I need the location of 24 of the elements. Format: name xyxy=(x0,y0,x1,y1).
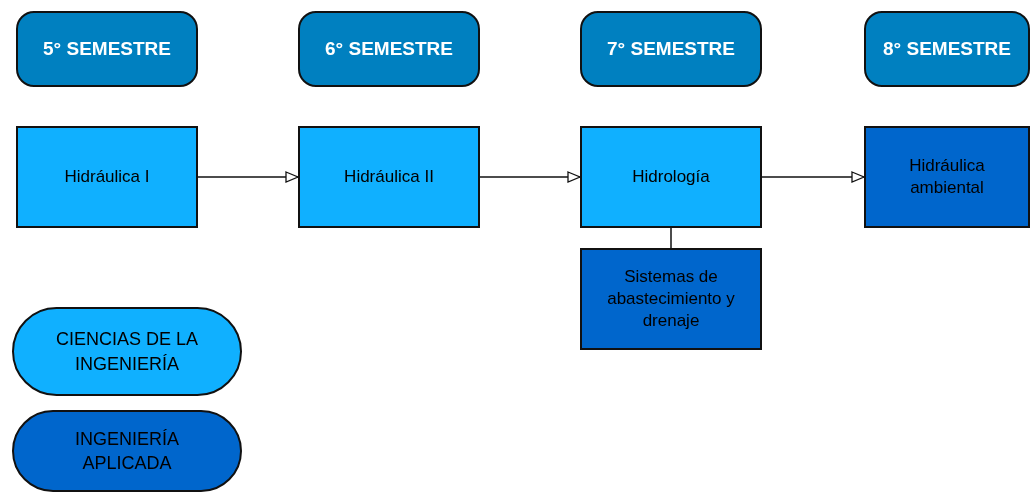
semester-header xyxy=(580,11,762,87)
legend-label: INGENIERÍA APLICADA xyxy=(74,427,180,475)
course-name: Hidrología xyxy=(632,165,710,188)
course-name: Hidráulica II xyxy=(344,165,434,188)
semester-label: 8° SEMESTRE xyxy=(883,38,1011,60)
connector-line xyxy=(670,227,672,249)
course-name: Sistemas de abastecimiento y drenaje xyxy=(606,265,736,333)
semester-header xyxy=(298,11,480,87)
course-box xyxy=(580,248,762,350)
course-name: Hidráulica I xyxy=(64,165,150,188)
arrow xyxy=(479,171,581,183)
course-box xyxy=(864,126,1030,228)
course-box xyxy=(580,126,762,228)
course-name: Hidráulica ambiental xyxy=(908,154,986,199)
course-box xyxy=(298,126,480,228)
arrow xyxy=(761,171,865,183)
semester-header xyxy=(16,11,198,87)
semester-header xyxy=(864,11,1030,87)
semester-label: 5° SEMESTRE xyxy=(43,38,171,60)
course-box xyxy=(16,126,198,228)
semester-label: 7° SEMESTRE xyxy=(607,38,735,60)
semester-label: 6° SEMESTRE xyxy=(325,38,453,60)
legend-label: CIENCIAS DE LA INGENIERÍA xyxy=(54,328,199,376)
arrow xyxy=(197,171,299,183)
